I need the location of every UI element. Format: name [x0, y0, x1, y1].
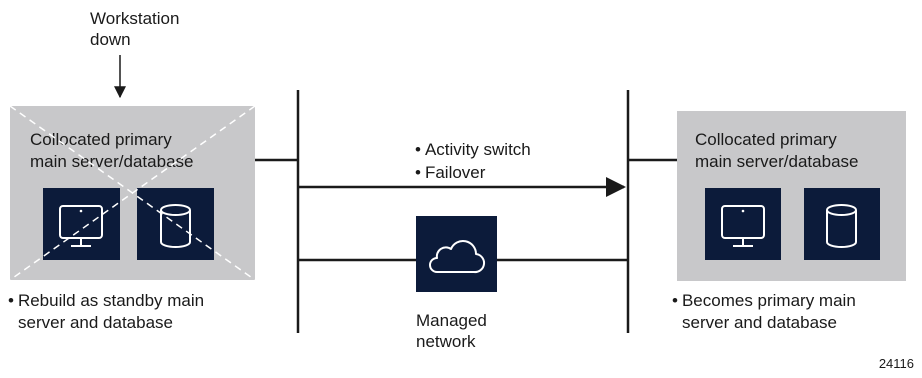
left-server-note-line2: server and database: [18, 313, 173, 332]
left-server-title-line2: main server/database: [30, 152, 193, 171]
network-label-line1: Managed: [416, 311, 487, 330]
cloud-icon: [416, 216, 497, 292]
right-server-title-line1: Collocated primary: [695, 130, 837, 149]
right-database-icon: [804, 188, 880, 260]
right-server-title-line2: main server/database: [695, 152, 858, 171]
action-activity-switch: •Activity switch: [415, 140, 531, 159]
right-server-note-line1: •Becomes primary main: [672, 291, 856, 310]
left-server-note-line1: •Rebuild as standby main: [8, 291, 204, 310]
left-server-title-line1: Collocated primary: [30, 130, 172, 149]
workstation-down-label-line1: Workstation: [90, 9, 179, 28]
workstation-down-label-line2: down: [90, 30, 131, 49]
left-database-icon: [137, 188, 214, 260]
failed-cross-out: [9, 105, 256, 281]
right-monitor-icon: [705, 188, 781, 260]
figure-id: 24116: [879, 356, 914, 371]
action-failover: •Failover: [415, 163, 486, 182]
right-server-note-line2: server and database: [682, 313, 837, 332]
network-label-line2: network: [416, 332, 476, 351]
